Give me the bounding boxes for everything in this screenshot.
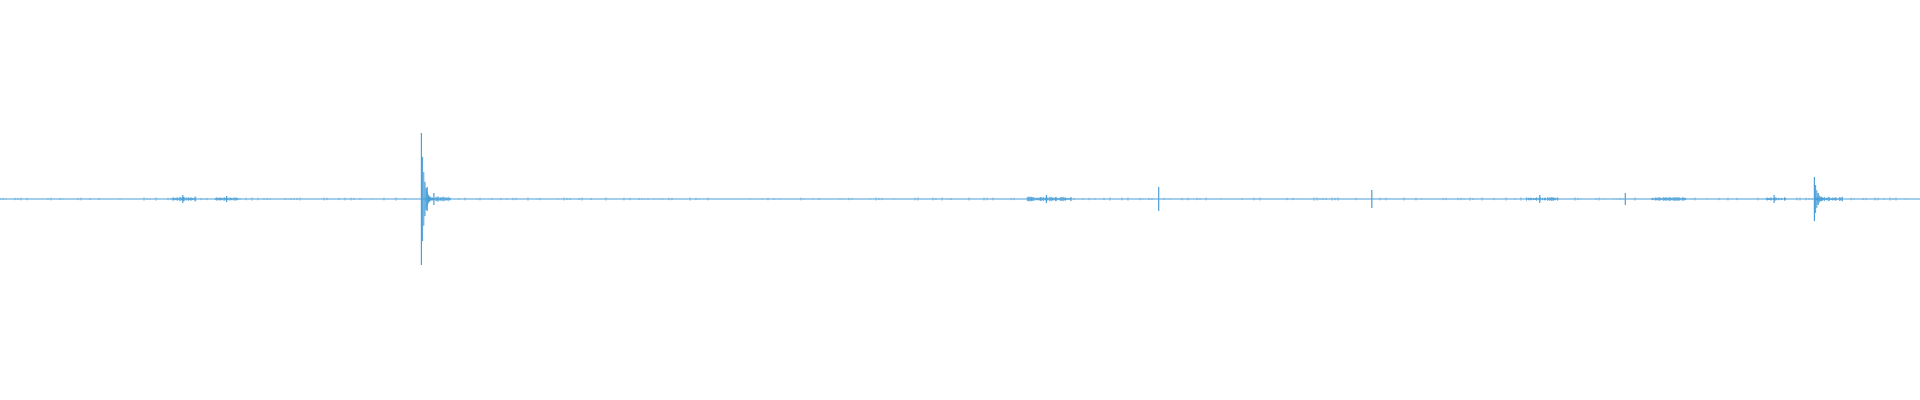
waveform-spikes-group xyxy=(182,133,1827,265)
waveform-noise-group xyxy=(0,196,1909,202)
